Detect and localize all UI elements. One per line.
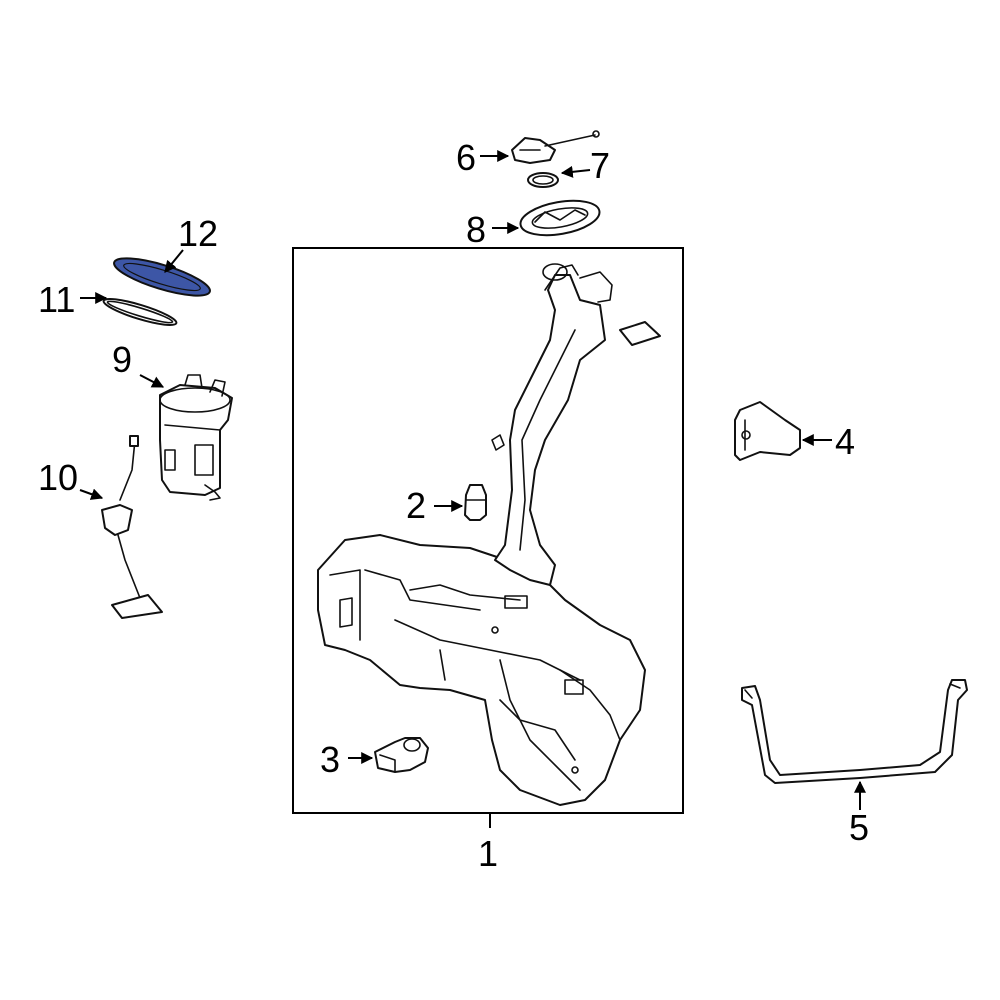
callout-12[interactable]: 12	[178, 213, 218, 254]
callout-9[interactable]: 9	[112, 339, 132, 380]
callout-10[interactable]: 10	[38, 457, 78, 498]
callout-5[interactable]: 5	[849, 807, 869, 848]
o-ring-part-7[interactable]	[527, 172, 559, 188]
gasket-part-12[interactable]	[111, 251, 214, 303]
callout-1[interactable]: 1	[478, 833, 498, 874]
lock-ring-part-8[interactable]	[518, 195, 602, 240]
filler-neck[interactable]	[491, 263, 613, 586]
callout-6[interactable]: 6	[456, 137, 476, 178]
callout-3[interactable]: 3	[320, 739, 340, 780]
callout-4[interactable]: 4	[835, 421, 855, 462]
leader-9	[139, 374, 165, 388]
leader-10	[79, 488, 104, 500]
seal-part-11[interactable]	[102, 294, 179, 330]
callout-8[interactable]: 8	[466, 209, 486, 250]
fuel-pump-part-9[interactable]	[159, 374, 233, 501]
level-sender-part-10[interactable]	[101, 435, 163, 619]
callout-2[interactable]: 2	[406, 485, 426, 526]
sender-cap-part-6[interactable]	[511, 130, 600, 164]
bumper-part-2[interactable]	[464, 484, 487, 521]
leader-7	[560, 165, 591, 178]
heat-shield-part-4[interactable]	[734, 401, 801, 461]
tank-assembly-frame	[292, 247, 684, 814]
small-gasket-plate[interactable]	[619, 321, 661, 346]
valve-part-3[interactable]	[374, 737, 429, 773]
tank-strap-part-5[interactable]	[741, 679, 968, 784]
fuel-tank[interactable]	[317, 534, 646, 806]
callout-11[interactable]: 11	[38, 279, 75, 320]
callout-7[interactable]: 7	[590, 145, 610, 186]
leader-12	[164, 249, 184, 273]
